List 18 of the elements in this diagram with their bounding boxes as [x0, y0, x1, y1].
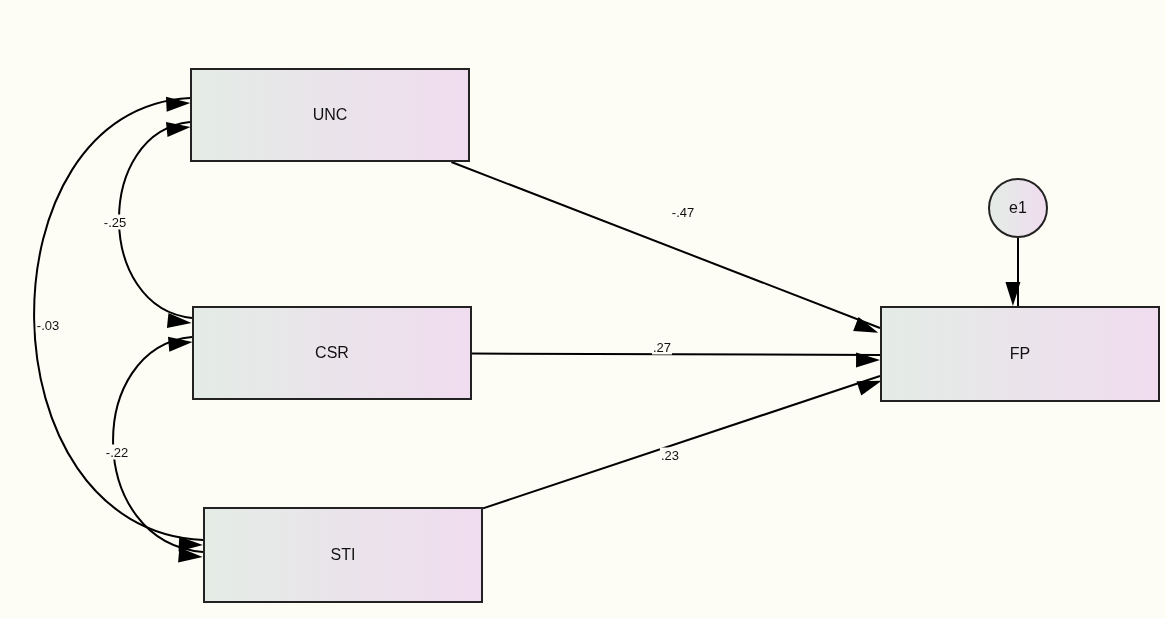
- variable-name: UNC: [312, 106, 348, 124]
- path-arrow: [471, 352, 881, 368]
- variable-box: [192, 306, 472, 400]
- variable-name: FP: [1009, 345, 1031, 363]
- edge-label: -.25: [102, 214, 128, 230]
- path-arrow: [482, 375, 882, 510]
- variable-name: CSR: [315, 344, 349, 362]
- covariance-arrow: [118, 121, 193, 325]
- variable-name: e1: [1009, 199, 1027, 217]
- variable-box: [203, 507, 483, 603]
- variable-box: [190, 68, 470, 162]
- edge-label: .23: [659, 447, 681, 463]
- variable-box: [880, 306, 1160, 402]
- error-circle: [988, 178, 1048, 238]
- variable-name: STI: [330, 546, 356, 564]
- path-arrow: [1005, 237, 1021, 307]
- path-arrow: [450, 161, 881, 333]
- edge-label: -.22: [104, 444, 130, 460]
